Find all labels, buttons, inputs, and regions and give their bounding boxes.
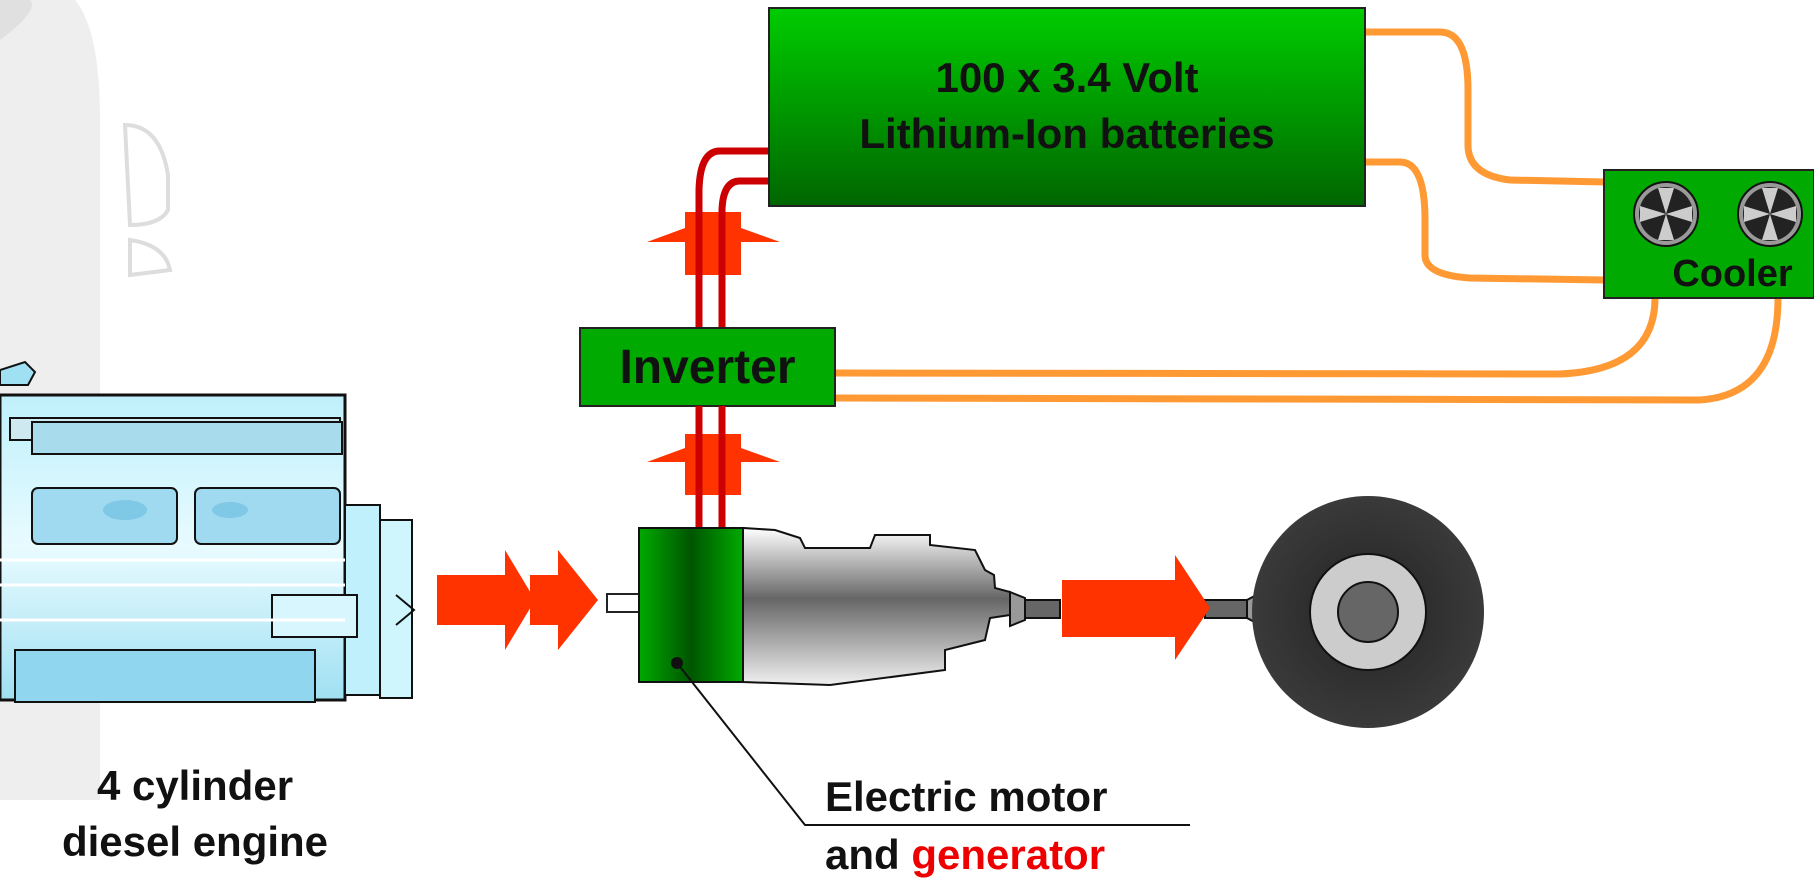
gearbox-icon [742, 526, 1011, 687]
motor-label: Electric motor and generator [825, 768, 1185, 884]
engine-label-line2: diesel engine [61, 818, 329, 865]
battery-label: 100 x 3.4 Volt Lithium-Ion batteries [769, 50, 1365, 162]
power-arrow-inverter-to-battery [647, 212, 780, 275]
battery-label-line1: 100 x 3.4 Volt [935, 54, 1199, 101]
cooler-label: Cooler [1672, 253, 1793, 295]
engine-label: 4 cylinder diesel engine [20, 758, 370, 870]
power-arrow-motor-to-inverter [647, 434, 780, 495]
motor-shaft [606, 593, 640, 613]
battery-cables [695, 147, 772, 334]
engine-icon [0, 360, 416, 703]
battery-label-line2: Lithium-Ion batteries [859, 110, 1275, 157]
wheel-icon [1252, 496, 1484, 728]
power-arrow-to-wheel [1062, 555, 1210, 660]
generator-highlight: generator [911, 831, 1106, 878]
power-arrows-engine-to-motor [437, 550, 598, 650]
fan-icon [1737, 181, 1803, 247]
inverter-box [579, 327, 836, 407]
motor-callout-line [676, 662, 1190, 826]
electric-motor-generator [638, 527, 744, 683]
coolant-hoses [832, 28, 1782, 404]
fan-icon [1633, 181, 1699, 247]
engine-label-line1: 4 cylinder [96, 762, 294, 809]
motor-label-line2: and generator [825, 831, 1106, 878]
battery-pack [768, 7, 1366, 207]
motor-label-line1: Electric motor [825, 773, 1108, 820]
cooler-unit [1603, 169, 1814, 299]
inverter-label: Inverter [619, 340, 796, 394]
